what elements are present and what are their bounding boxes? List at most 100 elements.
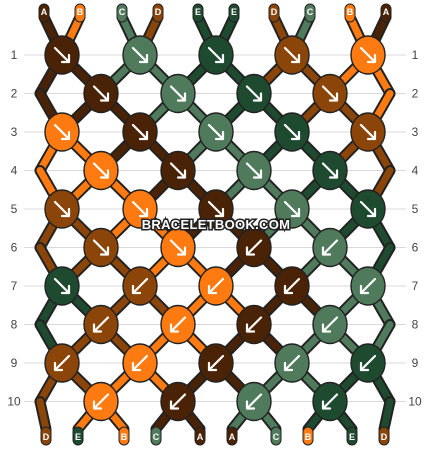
knot [83,227,119,268]
knot [44,35,80,75]
knot [83,73,119,114]
row-number-left: 4 [11,164,18,178]
strand-label-top: D [155,7,162,17]
knot [274,343,310,383]
strand-label-bottom: E [75,432,81,442]
knot [350,343,386,383]
arrow-down-right-icon [359,46,377,64]
arrow-down-left-icon [92,316,110,333]
strand-cap [118,426,130,446]
arrow-down-right-icon [131,123,149,141]
strand-label-top: C [119,7,126,17]
row-number-left: 7 [11,279,18,293]
row-number-left: 9 [11,356,18,370]
arrow-down-right-icon [92,162,110,179]
knot [160,227,196,268]
row-number-left: 8 [11,318,18,332]
watermark: BRACELETBOOK.COM [142,217,291,232]
knot [122,112,158,152]
arrow-down-left-icon [131,277,149,295]
arrow-down-right-icon [359,123,377,141]
row-number-left: 5 [11,202,18,216]
strand-label-top: D [271,7,278,17]
row-number-left: 1 [11,48,18,62]
arrow-down-right-icon [207,46,225,64]
strand-cap [302,426,314,446]
row-number-right: 3 [412,125,419,139]
arrow-down-right-icon [283,200,301,218]
arrow-down-right-icon [169,85,187,102]
knot [236,150,272,191]
arrow-down-right-icon [321,162,339,179]
row-number-right: 7 [412,279,419,293]
arrow-down-right-icon [169,162,187,179]
knot [274,112,310,152]
arrow-down-right-icon [245,162,263,179]
arrow-down-right-icon [321,85,339,102]
knot [350,189,386,229]
knot [160,150,196,191]
arrow-down-right-icon [359,200,377,218]
knot [312,227,348,268]
knot [274,266,310,306]
strand-cap [270,426,282,446]
knot [312,73,348,114]
knot [83,304,119,345]
strand-cap [72,426,84,446]
strand-label-top: B [77,7,84,17]
arrow-down-right-icon [92,85,110,102]
knot [236,73,272,114]
arrow-down-left-icon [131,354,149,372]
row-number-left: 10 [7,395,21,409]
arrow-down-left-icon [207,277,225,295]
arrow-down-left-icon [359,354,377,372]
arrow-down-right-icon [92,239,110,256]
knot [122,35,158,75]
strand-label-bottom: B [121,432,128,442]
strand-cap [268,3,280,23]
knot [236,304,272,345]
arrow-down-right-icon [207,200,225,218]
row-number-right: 4 [412,164,419,178]
knot [236,381,272,422]
knot [44,189,80,229]
knot [160,381,196,422]
strand-cap [378,426,390,446]
knot [350,35,386,75]
strand-cap [74,3,86,23]
arrow-down-right-icon [169,239,187,256]
strand-cap [152,3,164,23]
row-number-right: 6 [412,241,419,255]
knot [312,381,348,422]
knot [236,227,272,268]
arrow-down-right-icon [207,123,225,141]
strand-cap [228,3,240,23]
row-number-left: 3 [11,125,18,139]
strand-label-bottom: D [381,432,388,442]
knot [274,35,310,75]
arrow-down-right-icon [283,123,301,141]
strand-label-bottom: A [197,432,204,442]
strand-label-top: E [195,7,201,17]
strand-label-top: A [41,7,48,17]
strand-cap [192,3,204,23]
arrow-down-left-icon [207,354,225,372]
arrow-down-left-icon [283,277,301,295]
strand-cap [40,426,52,446]
arrow-down-right-icon [53,277,71,295]
knot [312,304,348,345]
arrow-down-left-icon [283,354,301,372]
knot [122,189,158,229]
strand-label-top: B [347,7,354,17]
arrow-down-right-icon [53,46,71,64]
knot [44,266,80,306]
strand-label-bottom: A [229,432,236,442]
row-number-right: 10 [408,395,422,409]
thread-segment [36,398,50,433]
arrow-down-left-icon [321,316,339,333]
knot [122,343,158,383]
arrow-down-right-icon [53,123,71,141]
row-number-right: 8 [412,318,419,332]
